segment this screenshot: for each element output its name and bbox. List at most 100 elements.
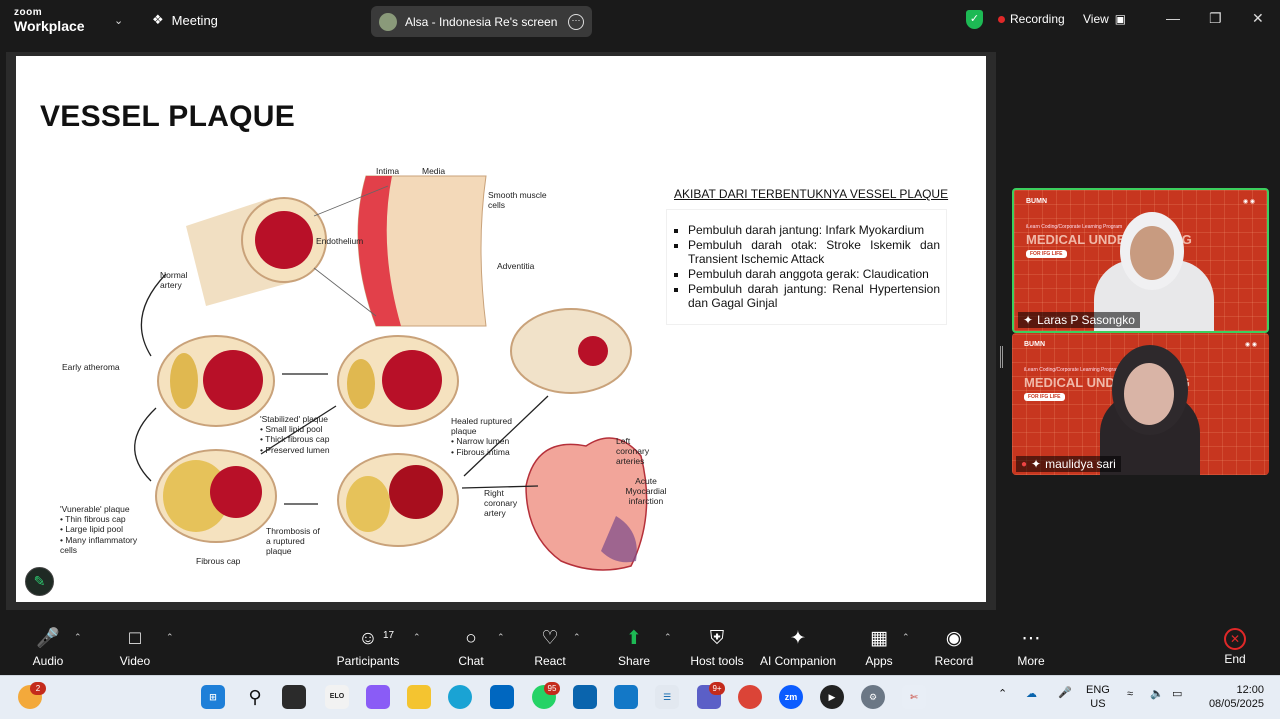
bumn-logo: BUMN bbox=[1026, 198, 1047, 205]
edge-icon[interactable] bbox=[448, 685, 472, 709]
panel-resize-handle[interactable] bbox=[1000, 346, 1003, 368]
participants-icon: ☺ bbox=[358, 628, 378, 649]
view-button[interactable]: View ▣ bbox=[1083, 12, 1126, 26]
chat-caret-icon[interactable]: ⌃ bbox=[497, 632, 505, 642]
leader-line bbox=[313, 267, 377, 317]
outlook-icon[interactable] bbox=[573, 685, 597, 709]
host-tools-button[interactable]: ⛨ Host tools bbox=[677, 626, 757, 668]
consequences-list: Pembuluh darah jantung: Infark Myokardiu… bbox=[674, 223, 940, 311]
host-tools-label: Host tools bbox=[690, 654, 744, 668]
chevron-down-icon[interactable]: ⌄ bbox=[114, 15, 124, 27]
search-icon[interactable]: ⚲ bbox=[248, 687, 262, 707]
label-smooth-muscle: Smooth muscle cells bbox=[488, 190, 547, 211]
react-caret-icon[interactable]: ⌃ bbox=[573, 632, 581, 642]
react-button[interactable]: ♡ React bbox=[510, 626, 590, 668]
elo-app-icon[interactable]: ELO bbox=[325, 685, 349, 709]
recording-label: Recording bbox=[1010, 12, 1065, 26]
brand-logos: ◉ ◉ bbox=[1242, 199, 1255, 205]
stab-lipid-pool bbox=[347, 359, 375, 409]
participant-name: maulidya sari bbox=[1045, 457, 1116, 471]
task-view-icon[interactable] bbox=[282, 685, 306, 709]
view-grid-icon: ▣ bbox=[1114, 12, 1127, 26]
store-icon[interactable] bbox=[490, 685, 514, 709]
annotate-pencil-icon[interactable]: ✎ bbox=[25, 567, 54, 596]
training-tag: FOR IFG LIFE bbox=[1026, 250, 1067, 258]
participants-caret-icon[interactable]: ⌃ bbox=[413, 632, 421, 642]
infarct-area bbox=[601, 516, 637, 563]
volume-icon[interactable]: 🔈 bbox=[1150, 688, 1164, 700]
onedrive-cloud-icon[interactable]: ☁ bbox=[1026, 688, 1037, 700]
record-button[interactable]: ◉ Record bbox=[914, 626, 994, 668]
video-tile-1[interactable]: BUMN ◉ ◉ iLearn Coding/Corporate Learnin… bbox=[1012, 188, 1269, 333]
camera-icon: □ bbox=[129, 628, 141, 649]
teams-badge: 9+ bbox=[709, 682, 725, 695]
apps-button[interactable]: ▦ Apps bbox=[839, 626, 919, 668]
healed-point: • Narrow lumen bbox=[451, 436, 510, 447]
audio-label: Audio bbox=[32, 654, 64, 668]
media-player-icon[interactable]: ▶ bbox=[820, 685, 844, 709]
vulnerable-point: • Thin fibrous cap bbox=[60, 514, 126, 525]
minimize-icon[interactable]: — bbox=[1166, 10, 1180, 26]
share-button[interactable]: ⬆ Share bbox=[594, 626, 674, 668]
arrow bbox=[260, 405, 337, 455]
security-shield-icon[interactable]: ✓ bbox=[966, 10, 983, 29]
windows-start-icon[interactable]: ⊞ bbox=[201, 685, 225, 709]
share-caret-icon[interactable]: ⌃ bbox=[664, 632, 672, 642]
recording-dot-icon bbox=[998, 15, 1005, 23]
zoom-logo: zoom Workplace bbox=[14, 8, 85, 34]
whatsapp-badge: 95 bbox=[544, 682, 560, 695]
settings-gear-icon[interactable]: ⚙ bbox=[861, 685, 885, 709]
intima-layer bbox=[358, 176, 401, 326]
video-options-caret-icon[interactable]: ⌃ bbox=[166, 632, 174, 642]
apps-icon: ▦ bbox=[870, 628, 888, 649]
battery-icon[interactable]: ▭ bbox=[1172, 688, 1183, 700]
chrome-icon[interactable] bbox=[738, 685, 762, 709]
windows-taskbar: 2 ⊞ ⚲ ELO 95 ☰ 9+ zm ▶ ⚙ ✄ ⌃ ☁ 🎤 ENG US … bbox=[0, 675, 1280, 719]
zoom-app-icon[interactable]: zm bbox=[779, 685, 803, 709]
ai-companion-button[interactable]: ✦ AI Companion bbox=[748, 626, 848, 668]
wifi-icon[interactable]: ≈ bbox=[1127, 688, 1134, 700]
more-button[interactable]: ⋯ More bbox=[991, 626, 1071, 668]
chat-icon: ○ bbox=[465, 628, 477, 649]
list-item: Pembuluh darah jantung: Infark Myokardiu… bbox=[688, 223, 940, 238]
file-explorer-icon[interactable] bbox=[407, 685, 431, 709]
participants-button[interactable]: ☺ Participants bbox=[328, 626, 408, 668]
label-acute-mi: Acute Myocardial infarction bbox=[625, 476, 667, 507]
audio-button[interactable]: 🎤 Audio bbox=[8, 626, 88, 668]
close-icon[interactable]: ✕ bbox=[1252, 10, 1264, 26]
audio-options-caret-icon[interactable]: ⌃ bbox=[74, 632, 82, 642]
restore-icon[interactable]: ❐ bbox=[1209, 10, 1222, 26]
label-early-atheroma: Early atheroma bbox=[62, 362, 120, 372]
host-pin-icon: ✦ bbox=[1023, 313, 1034, 327]
whiteboard-icon[interactable]: ☰ bbox=[655, 685, 679, 709]
vul-lumen bbox=[210, 466, 262, 518]
host-pin-icon: ✦ bbox=[1031, 457, 1042, 471]
chat-button[interactable]: ○ Chat bbox=[431, 626, 511, 668]
stab-lumen bbox=[382, 350, 442, 410]
language-indicator[interactable]: ENG US bbox=[1086, 684, 1110, 712]
apps-caret-icon[interactable]: ⌃ bbox=[902, 632, 910, 642]
more-options-icon[interactable]: ··· bbox=[568, 13, 584, 30]
share-screen-icon: ⬆ bbox=[626, 628, 642, 649]
end-label: End bbox=[1224, 652, 1246, 666]
calculator-app-icon[interactable] bbox=[614, 685, 638, 709]
label-thrombosis: Thrombosis of a ruptured plaque bbox=[266, 526, 320, 557]
recording-indicator[interactable]: Recording bbox=[998, 12, 1065, 26]
healed-lumen bbox=[578, 336, 608, 366]
tray-overflow-chevron-icon[interactable]: ⌃ bbox=[998, 688, 1008, 700]
video-button[interactable]: □ Video bbox=[95, 626, 175, 668]
copilot-icon[interactable] bbox=[366, 685, 390, 709]
stabilized-title: 'Stabilized' plaque bbox=[260, 414, 328, 424]
list-item: Pembuluh darah otak: Stroke Iskemik dan … bbox=[688, 238, 940, 267]
meeting-menu[interactable]: ❖ Meeting bbox=[152, 12, 218, 28]
video-tile-2[interactable]: BUMN ◉ ◉ iLearn Coding/Corporate Learnin… bbox=[1012, 333, 1269, 475]
screen-share-indicator[interactable]: Alsa - Indonesia Re's screen ··· bbox=[371, 6, 592, 37]
more-label: More bbox=[1017, 654, 1045, 668]
healed-point: • Fibrous intima bbox=[451, 446, 510, 457]
snipping-tool-icon[interactable]: ✄ bbox=[902, 685, 926, 709]
end-button[interactable]: ✕ End bbox=[1195, 626, 1275, 666]
clock[interactable]: 12:00 08/05/2025 bbox=[1202, 684, 1264, 712]
microphone-icon[interactable]: 🎤 bbox=[1058, 687, 1072, 699]
mic-muted-icon: ● bbox=[1021, 458, 1028, 470]
more-dots-icon: ⋯ bbox=[1021, 628, 1041, 649]
